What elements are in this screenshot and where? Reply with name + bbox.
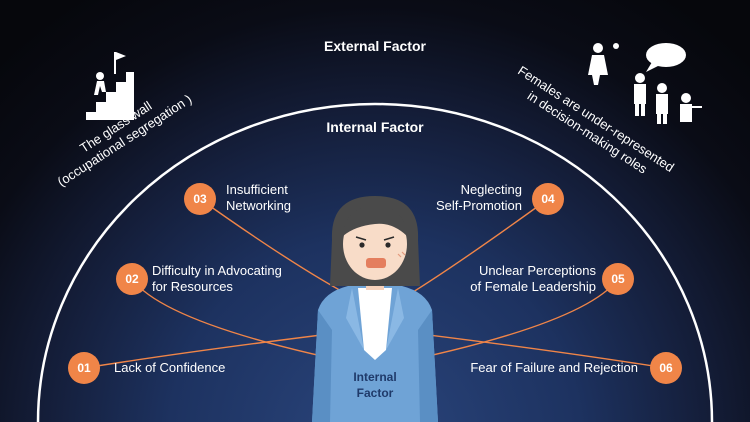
business-meeting-icon <box>588 43 702 124</box>
factor-05-line1: Unclear Perceptions <box>478 263 596 278</box>
center-internal-factor-label: Internal Factor <box>335 369 415 401</box>
factor-05-line2: of Female Leadership <box>470 279 596 294</box>
climbing-steps-icon <box>86 52 134 120</box>
factor-03-line1: Insufficient <box>226 182 288 197</box>
center-label-line2: Factor <box>356 386 394 400</box>
factor-label-06: Fear of Failure and Rejection <box>470 360 638 375</box>
internal-factor-arc <box>36 102 714 422</box>
factor-label-04: Neglecting Self-Promotion <box>436 182 522 214</box>
factor-label-02: Difficulty in Advocating for Resources <box>152 263 282 295</box>
internal-factor-heading: Internal Factor <box>326 119 424 135</box>
connector-lines <box>83 198 667 375</box>
factor-label-05: Unclear Perceptions of Female Leadership <box>470 263 596 295</box>
factor-number-06: 06 <box>650 352 682 384</box>
factor-number-03: 03 <box>184 183 216 215</box>
factor-02-line1: Difficulty in Advocating <box>152 263 282 278</box>
factor-label-01: Lack of Confidence <box>114 360 226 375</box>
factor-number-02: 02 <box>116 263 148 295</box>
factor-02-line2: for Resources <box>152 279 233 294</box>
factor-label-03: Insufficient Networking <box>226 182 291 214</box>
factor-number-01: 01 <box>68 352 100 384</box>
factor-03-line2: Networking <box>226 198 292 213</box>
woman-worried-icon <box>312 196 438 422</box>
external-factor-heading: External Factor <box>324 38 426 54</box>
factor-04-line2: Self-Promotion <box>436 198 522 213</box>
factor-number-05: 05 <box>602 263 634 295</box>
factor-04-line1: Neglecting <box>460 182 522 197</box>
center-label-line1: Internal <box>353 370 397 384</box>
factor-number-04: 04 <box>532 183 564 215</box>
